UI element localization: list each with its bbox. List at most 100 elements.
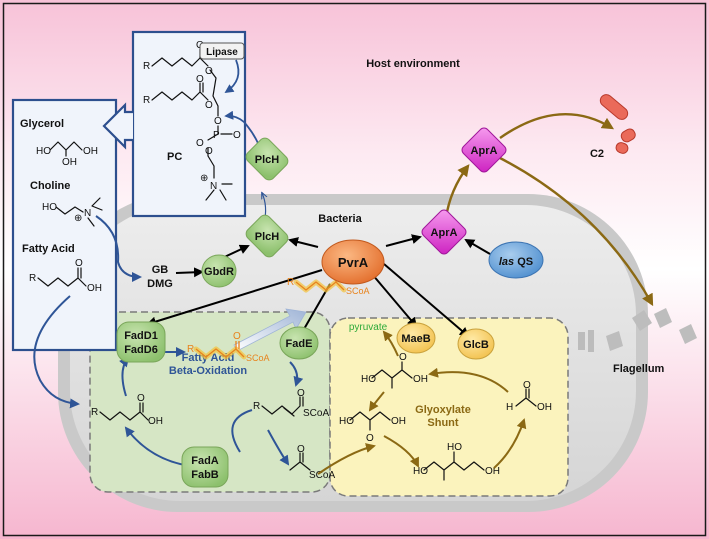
las-qs-label: las QS xyxy=(499,256,533,268)
maeb-node: MaeB xyxy=(396,322,436,354)
apra-outer-node: AprA xyxy=(461,127,507,173)
glycerol-label: Glycerol xyxy=(20,118,64,130)
pvra-node: PvrA xyxy=(321,239,385,285)
oaa-oh: OH xyxy=(391,416,406,427)
pc-carbonyl2-o: O xyxy=(196,74,204,85)
lipase-cleave-arrow xyxy=(224,59,240,93)
malate-oh: OH xyxy=(413,374,428,385)
oaa-ho: HO xyxy=(339,416,354,427)
pc-chain2-r: R xyxy=(143,95,150,106)
beta-ox-fatty-acid: R O OH xyxy=(91,393,163,427)
oaa-o: O xyxy=(366,433,374,444)
fabb-label: FabB xyxy=(191,469,219,481)
pc-chain1-r: R xyxy=(143,61,150,72)
apra-outer-label: AprA xyxy=(471,145,498,157)
pc-box: PC xyxy=(131,30,247,218)
gb-label: GB xyxy=(152,264,169,276)
choline-charge: ⊕ xyxy=(74,213,82,224)
fadab-node: FadA FabB xyxy=(181,446,229,488)
glycerol-ho1: HO xyxy=(36,146,51,157)
glyoxylate-cycle-arrows xyxy=(317,330,527,475)
isocitrate-ho-top: HO xyxy=(447,442,462,453)
las-qs-node: las QS xyxy=(488,241,544,279)
acyl-coa-scoa: SCoA xyxy=(346,286,370,296)
malate-o: O xyxy=(399,352,407,363)
pc-ester2-o: O xyxy=(205,100,213,111)
gbdr-node: GbdR xyxy=(201,254,237,288)
bacteria-label: Bacteria xyxy=(318,213,362,225)
enoyl-r: R xyxy=(253,401,260,412)
glyoxylate-h: H xyxy=(506,402,513,413)
pc-to-glycerol-arrow xyxy=(102,102,133,150)
beta-acyl-o: O xyxy=(233,331,241,342)
pc-charge: ⊕ xyxy=(200,173,208,184)
acyl-coa-to-fadd-arrow xyxy=(233,308,307,352)
acetyl-coa: O SCoA xyxy=(289,444,335,481)
fade-node: FadE xyxy=(279,326,319,360)
plch-outer-node: PlcH xyxy=(245,137,289,181)
fadd1-label: FadD1 xyxy=(124,330,158,342)
glcb-node: GlcB xyxy=(457,328,495,360)
fatty-acid-carbonyl-o: O xyxy=(75,258,83,269)
glycerol-oh3: OH xyxy=(83,146,98,157)
pc-phosphoryl-o: O xyxy=(233,130,241,141)
beta-ox-enoyl-coa: R O SCoA xyxy=(253,388,329,419)
pyruvate-label: pyruvate xyxy=(349,322,388,333)
choline-ho: HO xyxy=(42,202,57,213)
isocitrate-oh: OH xyxy=(485,466,500,477)
fadd6-label: FadD6 xyxy=(124,344,158,356)
glyoxylate-metabolites: HO OH O HO OH O HO OH HO H OH O xyxy=(339,352,552,481)
host-environment-label: Host environment xyxy=(366,58,460,70)
beta-fa-r: R xyxy=(91,407,98,418)
glyoxylate-oh: OH xyxy=(537,402,552,413)
lipase-tag: Lipase xyxy=(199,42,245,60)
acetyl-scoa: SCoA xyxy=(309,470,335,481)
fatty-acid-uptake-arrow xyxy=(33,295,80,409)
apra-inner-label: AprA xyxy=(431,227,458,239)
beta-oxidation-title-line2: Beta-Oxidation xyxy=(169,365,248,377)
gbdr-label: GbdR xyxy=(204,266,234,278)
glyoxylate-title-line1: Glyoxylate xyxy=(415,404,471,416)
lipase-label: Lipase xyxy=(206,47,238,58)
plch-inner-label: PlcH xyxy=(255,231,280,243)
beta-fa-oh: OH xyxy=(148,416,163,427)
fada-label: FadA xyxy=(191,455,219,467)
glyoxylate-shunt-compartment: Glyoxylate Shunt xyxy=(329,317,569,497)
pc-ester1-o: O xyxy=(205,66,213,77)
fatty-acid-label: Fatty Acid xyxy=(22,243,75,255)
enoyl-scoa: SCoA xyxy=(303,408,329,419)
glycerol-structure: HO OH OH xyxy=(36,141,98,168)
fatty-acid-oh: OH xyxy=(87,283,102,294)
flagellum: Flagellum xyxy=(578,308,697,375)
glcb-label: GlcB xyxy=(463,339,489,351)
glyoxylate-title-line2: Shunt xyxy=(427,417,458,429)
pc-nitrogen: N xyxy=(210,181,217,192)
pc-phosphorus: P xyxy=(213,130,220,141)
beta-acyl-scoa: SCoA xyxy=(246,353,270,363)
plch-inner-node: PlcH xyxy=(245,214,289,258)
glyoxylate-o: O xyxy=(523,380,531,391)
dmg-label: DMG xyxy=(147,278,173,290)
las-qs-suffix: QS xyxy=(514,256,533,268)
choline-structure: HO N ⊕ xyxy=(42,197,103,227)
choline-nitrogen: N xyxy=(84,208,91,219)
host-molecules-box: Glycerol Choline Fatty Acid xyxy=(11,98,118,352)
beta-fa-o: O xyxy=(137,393,145,404)
choline-label: Choline xyxy=(30,180,70,192)
pvra-label: PvrA xyxy=(338,255,369,270)
c2-fragments: C2 xyxy=(590,94,636,160)
c2-label: C2 xyxy=(590,148,604,160)
fatty-acid-structure: R O OH xyxy=(29,258,102,294)
beta-acyl-r: R xyxy=(187,344,194,355)
fadd-node: FadD1 FadD6 xyxy=(116,321,166,363)
apra-inner-node: AprA xyxy=(421,209,467,255)
enoyl-o: O xyxy=(297,388,305,399)
pc-phosphate-o: O xyxy=(196,138,204,149)
flagellum-label: Flagellum xyxy=(613,363,665,375)
las-qs-italic: las xyxy=(499,256,514,268)
acyl-coa-r: R xyxy=(287,277,294,288)
malate-ho: HO xyxy=(361,374,376,385)
